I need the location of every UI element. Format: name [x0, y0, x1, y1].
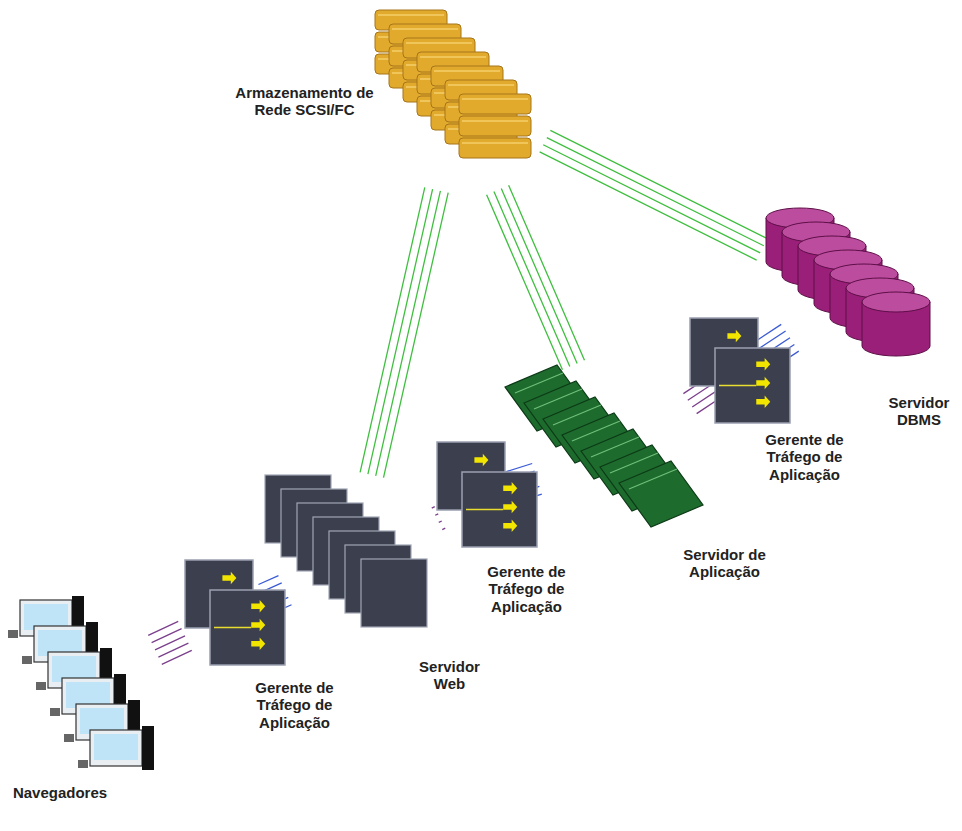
switch-face — [210, 590, 285, 665]
shelf-highlight — [420, 56, 486, 58]
keyboard — [50, 708, 60, 716]
arrow-symbol — [503, 520, 517, 533]
shelf-highlight — [406, 42, 472, 44]
node-label: Gerente de Tráfego de Aplicação — [230, 678, 359, 732]
storage-array: Armazenamento de Rede SCSI/FC — [370, 5, 545, 190]
screen — [94, 734, 138, 760]
shelf-highlight — [462, 120, 528, 122]
switch-face — [715, 348, 790, 423]
node-label: Navegadores — [3, 783, 117, 802]
node-icon — [265, 475, 440, 645]
shelf-highlight — [462, 98, 528, 100]
node-label: Armazenamento de Rede SCSI/FC — [230, 83, 379, 120]
signal-line — [466, 509, 503, 511]
network-link — [360, 187, 448, 477]
disk-shelf — [459, 94, 531, 114]
traffic-manager: Gerente de Tráfego de Aplicação — [690, 318, 790, 423]
arrow-symbol — [503, 482, 517, 495]
node-icon — [185, 560, 285, 665]
node-label: Servidor de Aplicação — [670, 545, 779, 582]
blade-highlight — [629, 469, 677, 489]
arrow-symbol — [474, 454, 488, 467]
node-icon — [690, 318, 790, 423]
switch-face — [462, 472, 537, 547]
arrow-symbol — [251, 600, 265, 613]
arrow-symbol — [503, 501, 517, 514]
keyboard — [78, 760, 88, 768]
tower — [142, 726, 154, 770]
keyboard — [36, 682, 46, 690]
disk-shelf — [459, 138, 531, 158]
arrow-symbol — [756, 396, 770, 409]
network-link — [540, 130, 768, 260]
node-label: Gerente de Tráfego de Aplicação — [462, 562, 591, 616]
shelf-highlight — [392, 28, 458, 30]
traffic-manager: Gerente de Tráfego de Aplicação — [437, 442, 537, 547]
arrow-symbol — [251, 619, 265, 632]
node-icon — [505, 365, 720, 545]
arrow-symbol — [222, 572, 236, 585]
network-link — [487, 185, 585, 370]
node-icon — [762, 208, 947, 383]
arrow-symbol — [251, 638, 265, 651]
keyboard — [22, 656, 32, 664]
arrow-symbol — [756, 377, 770, 390]
node-label: Servidor Web — [410, 657, 489, 694]
server-unit — [361, 559, 427, 627]
keyboard — [8, 630, 18, 638]
arrow-symbol — [756, 358, 770, 371]
signal-line — [719, 385, 756, 387]
server-blade — [619, 461, 703, 527]
shelf-highlight — [448, 84, 514, 86]
browser-clients: Navegadores — [5, 595, 155, 775]
node-label: Servidor DBMS — [880, 393, 958, 430]
application-server: Servidor de Aplicação — [505, 365, 720, 545]
node-label: Gerente de Tráfego de Aplicação — [740, 430, 869, 484]
arrow-symbol — [727, 330, 741, 343]
cylinder-top — [862, 292, 930, 312]
shelf-highlight — [378, 14, 444, 16]
disk-shelf — [459, 116, 531, 136]
monitor — [90, 730, 142, 766]
node-icon — [437, 442, 537, 547]
keyboard — [64, 734, 74, 742]
signal-line — [214, 627, 251, 629]
shelf-highlight — [462, 142, 528, 144]
web-server: Servidor Web — [265, 475, 440, 645]
node-icon — [5, 595, 155, 775]
traffic-manager: Gerente de Tráfego de Aplicação — [185, 560, 285, 665]
database-server: Servidor DBMS — [762, 208, 947, 383]
node-icon — [370, 5, 545, 190]
shelf-highlight — [434, 70, 500, 72]
